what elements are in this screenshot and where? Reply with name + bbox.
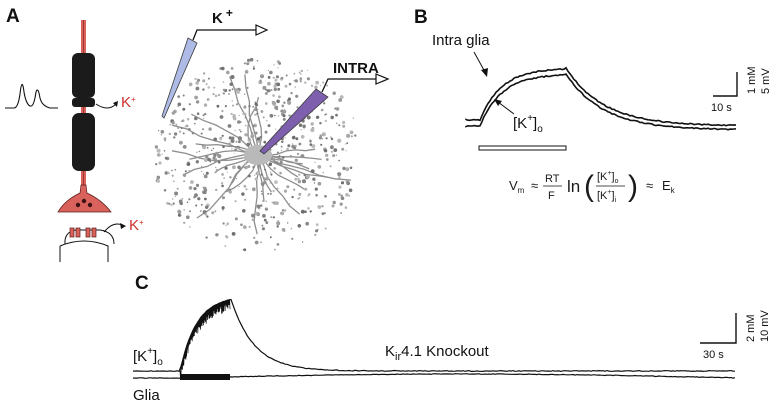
scale-bar-b-mv: 5 mV: [760, 68, 772, 94]
svg-text:): ): [628, 170, 638, 203]
intra-glia-arrow: [473, 51, 488, 77]
synapse-cartoon: [59, 223, 126, 262]
scale-bar-c-time: 30 s: [703, 349, 724, 361]
svg-text:Vm: Vm: [509, 178, 525, 195]
k-ion-label-synapse: K+: [129, 217, 144, 234]
myelin-sheath: [72, 53, 95, 171]
k-ion-label-axon: K+: [121, 94, 136, 111]
glia-label-c: Glia: [133, 387, 160, 404]
scale-bar-c-mm: 2 mM: [745, 315, 757, 343]
extracellular-k-arrow: [494, 99, 515, 115]
scale-bar-c-mv: 10 mV: [759, 310, 771, 342]
stimulation-burst: [179, 299, 231, 377]
scale-bar-c: [700, 313, 737, 344]
k-electrode: [161, 24, 269, 119]
scale-bar-b: [713, 72, 738, 97]
svg-text:≈: ≈: [646, 178, 653, 193]
neuron: [57, 20, 112, 213]
svg-text:[K+]i: [K+]i: [597, 189, 617, 204]
scale-bar-b-mm: 1 mM: [746, 67, 758, 95]
svg-text:[K+]o: [K+]o: [597, 170, 619, 185]
nernst-equation: Vm ≈ RT F ln ( [K+]o [K+]i ) ≈ Ek: [509, 170, 676, 204]
panel-b-traces: [465, 66, 737, 131]
stimulus-bar-b: [478, 145, 567, 151]
glia-trace-c: [132, 373, 736, 379]
svg-text:Ek: Ek: [662, 178, 676, 195]
k-electrode-label: K+: [212, 6, 233, 27]
intra-glia-label: Intra glia: [432, 32, 490, 49]
extracellular-k-trace-c: [132, 298, 736, 373]
extracellular-k-trace: [465, 73, 737, 131]
svg-text:≈: ≈: [531, 178, 538, 193]
svg-text:RT: RT: [545, 173, 560, 185]
stimulus-bar-c: [180, 374, 230, 380]
svg-text:ln: ln: [567, 177, 580, 196]
intra-electrode-label: INTRA: [333, 60, 379, 77]
intra-electrode: [259, 73, 390, 155]
panel-b-letter: B: [414, 7, 428, 28]
svg-text:(: (: [584, 170, 594, 203]
scale-bar-b-time: 10 s: [711, 102, 732, 114]
kir-knockout-title: Kir4.1 Knockout: [385, 343, 490, 363]
intra-glia-trace: [465, 66, 737, 127]
astrocyte: [154, 57, 357, 252]
k-efflux-arrow-1: [95, 101, 118, 109]
action-potential-trace: [5, 83, 58, 109]
extracellular-k-label-b: [K+]o: [513, 113, 543, 135]
panel-c-traces: [132, 298, 736, 379]
svg-text:F: F: [548, 190, 555, 202]
extracellular-k-label-c: [K+]o: [133, 346, 163, 368]
panel-c-letter: C: [135, 273, 149, 294]
ion-channel: [69, 227, 97, 238]
panel-a-letter: A: [6, 6, 20, 27]
